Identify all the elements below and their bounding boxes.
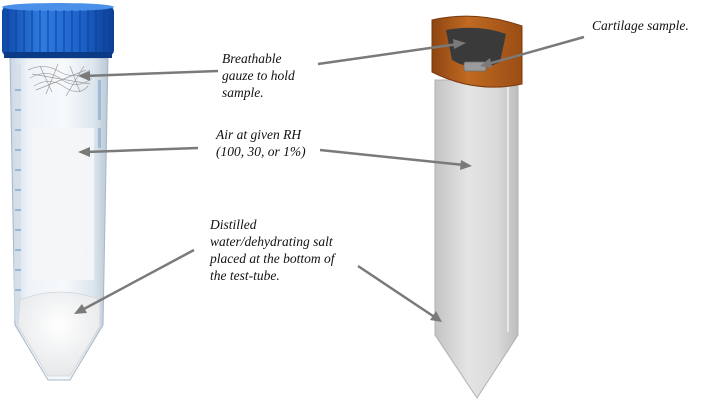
blue-cap bbox=[2, 3, 114, 58]
label-gauze: Breathable gauze to hold sample. bbox=[222, 51, 295, 100]
label-air: Air at given RH (100, 30, or 1%) bbox=[216, 127, 306, 159]
arrow-gauze bbox=[83, 69, 219, 78]
salt-deposit bbox=[17, 291, 101, 377]
arrow-air-left bbox=[85, 146, 199, 154]
graduation-marks bbox=[15, 89, 21, 291]
real-tube bbox=[2, 3, 114, 381]
arrows bbox=[74, 35, 585, 322]
arrow-water-right bbox=[357, 264, 437, 320]
gauze bbox=[27, 63, 93, 97]
cartilage-sample bbox=[463, 61, 487, 72]
label-cartilage: Cartilage sample. bbox=[592, 18, 689, 33]
arrow-air-right bbox=[319, 148, 465, 167]
arrow-water-left bbox=[81, 248, 195, 312]
arrow-gauze-cap bbox=[317, 42, 459, 66]
arrow-cartilage bbox=[487, 35, 585, 66]
cad-tube bbox=[431, 15, 523, 399]
tube-print bbox=[98, 80, 101, 148]
cap-cavity bbox=[446, 27, 506, 68]
graduation-strip bbox=[14, 64, 21, 319]
label-water: Distilled water/dehydrating salt placed … bbox=[210, 217, 335, 283]
cad-tube-body bbox=[434, 79, 519, 399]
